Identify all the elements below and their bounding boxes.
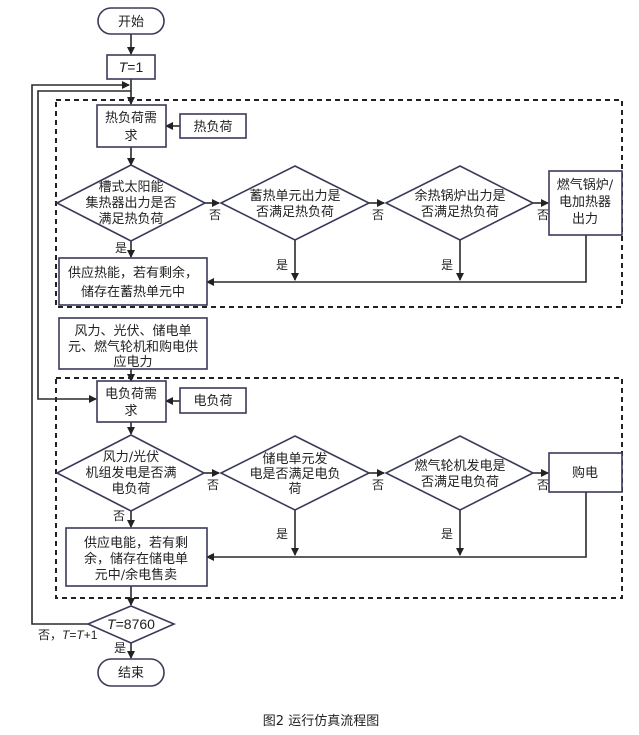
arrow-elec-return [206,492,587,561]
elec-d3-no-label: 否 [537,478,549,492]
heat-supply-line1: 供应热能，若有剩余， [68,265,198,281]
elec-d3-line2: 否满足电负荷 [421,475,499,490]
elec-decision-gas-turbine: 燃气轮机发电是 否满足电负荷 [384,435,535,511]
elec-d1-line1: 风力/光伏 [103,450,159,465]
heat-d2-line1: 蓄热单元出力是 [249,189,340,204]
elec-d2-line1: 储电单元发 [262,451,327,467]
power-sources-line1: 风力、光伏、储电单 [74,324,191,339]
elec-demand-line1: 电负荷需 [105,387,157,402]
heat-load-node: 热负荷 [179,113,247,139]
heat-d2-no-label: 否 [372,208,384,222]
power-sources-line2: 元、燃气轮机和购电供 [68,339,198,355]
init-label: T=1 [119,59,144,75]
elec-supply-node: 供应电能，若有剩 余，储存在储电单 元中/余电售卖 [65,527,208,587]
elec-load-label: 电负荷 [193,394,232,409]
heat-d3-line1: 余热锅炉出力是 [414,188,505,204]
heat-d3-yes-label: 是 [441,258,453,272]
elec-d1-line2: 机组发电是否满 [85,465,176,481]
elec-d1-down-label: 否 [113,509,125,523]
loop-check-label: T=8760 [107,616,155,632]
heat-d2-yes-label: 是 [276,258,288,272]
elec-d2-yes-label: 是 [276,527,288,541]
start-label: 开始 [118,15,144,30]
arrow-to-electric-demand [37,90,131,403]
start-node: 开始 [97,7,165,35]
heat-backup-node: 燃气锅炉/ 电加热器 出力 [548,170,623,236]
loop-yes-label: 是 [114,641,126,655]
heat-d3-no-label: 否 [537,208,549,222]
elec-supply-line1: 供应电能，若有剩 [84,535,188,551]
elec-d2-no-label: 否 [372,478,384,492]
heat-backup-line1: 燃气锅炉/ [557,177,614,193]
heat-supply-node: 供应热能，若有剩余， 储存在蓄热单元中 [58,257,208,306]
heat-decision-waste-boiler: 余热锅炉出力是 否满足热负荷 [384,165,535,241]
heat-decision-storage: 蓄热单元出力是 否满足热负荷 [219,165,371,241]
heat-backup-line3: 出力 [572,212,598,227]
elec-d3-line1: 燃气轮机发电是 [414,458,505,474]
init-node: T=1 [106,54,156,80]
heat-d1-no-label: 否 [209,208,221,222]
elec-buy-node: 购电 [548,452,623,493]
arrow-heat-return [206,235,587,286]
heat-d1-yes-label: 是 [115,241,127,255]
end-node: 结束 [97,658,165,687]
heat-supply-line2: 储存在蓄热单元中 [81,285,185,300]
heat-backup-line2: 电加热器 [559,195,611,210]
elec-d1-line3: 电负荷 [111,482,150,497]
elec-load-node: 电负荷 [179,387,247,414]
elec-d3-yes-label: 是 [441,527,453,541]
loop-no-label: 否，T=T+1 [38,628,98,642]
elec-d2-line3: 荷 [288,482,301,497]
figure-caption: 图2 运行仿真流程图 [263,714,379,729]
elec-decision-storage: 储电单元发 电是否满足电负 荷 [219,435,371,511]
elec-supply-line3: 元中/余电售卖 [95,567,177,583]
power-sources-node: 风力、光伏、储电单 元、燃气轮机和购电供 应电力 [58,317,208,370]
arrow-loop-back [31,81,130,625]
elec-demand-node: 电负荷需 求 [96,380,167,423]
elec-decision-wind-pv: 风力/光伏 机组发电是否满 电负荷 [55,434,206,512]
loop-check-decision: T=8760 [85,605,177,644]
heat-load-label: 热负荷 [193,120,232,135]
heat-d1-line1: 槽式太阳能 [98,180,163,195]
heat-d2-line2: 否满足热负荷 [256,205,334,220]
heat-demand-line1: 热负荷需 [105,111,157,126]
elec-supply-line2: 余，储存在储电单 [84,551,188,567]
power-sources-line3: 应电力 [113,354,152,370]
elec-buy-label: 购电 [572,465,598,481]
elec-d1-no-label: 否 [207,478,219,492]
heat-demand-line2: 求 [124,129,137,144]
elec-d2-line2: 电是否满足电负 [249,467,340,482]
heat-decision-solar: 槽式太阳能 集热器出力是否 满足热负荷 [55,164,207,242]
heat-d1-line3: 满足热负荷 [98,212,163,227]
end-label: 结束 [118,666,144,681]
elec-demand-line2: 求 [124,404,137,419]
heat-d1-line2: 集热器出力是否 [85,195,176,211]
heat-d3-line2: 否满足热负荷 [421,205,499,220]
heat-demand-node: 热负荷需 求 [96,104,167,148]
